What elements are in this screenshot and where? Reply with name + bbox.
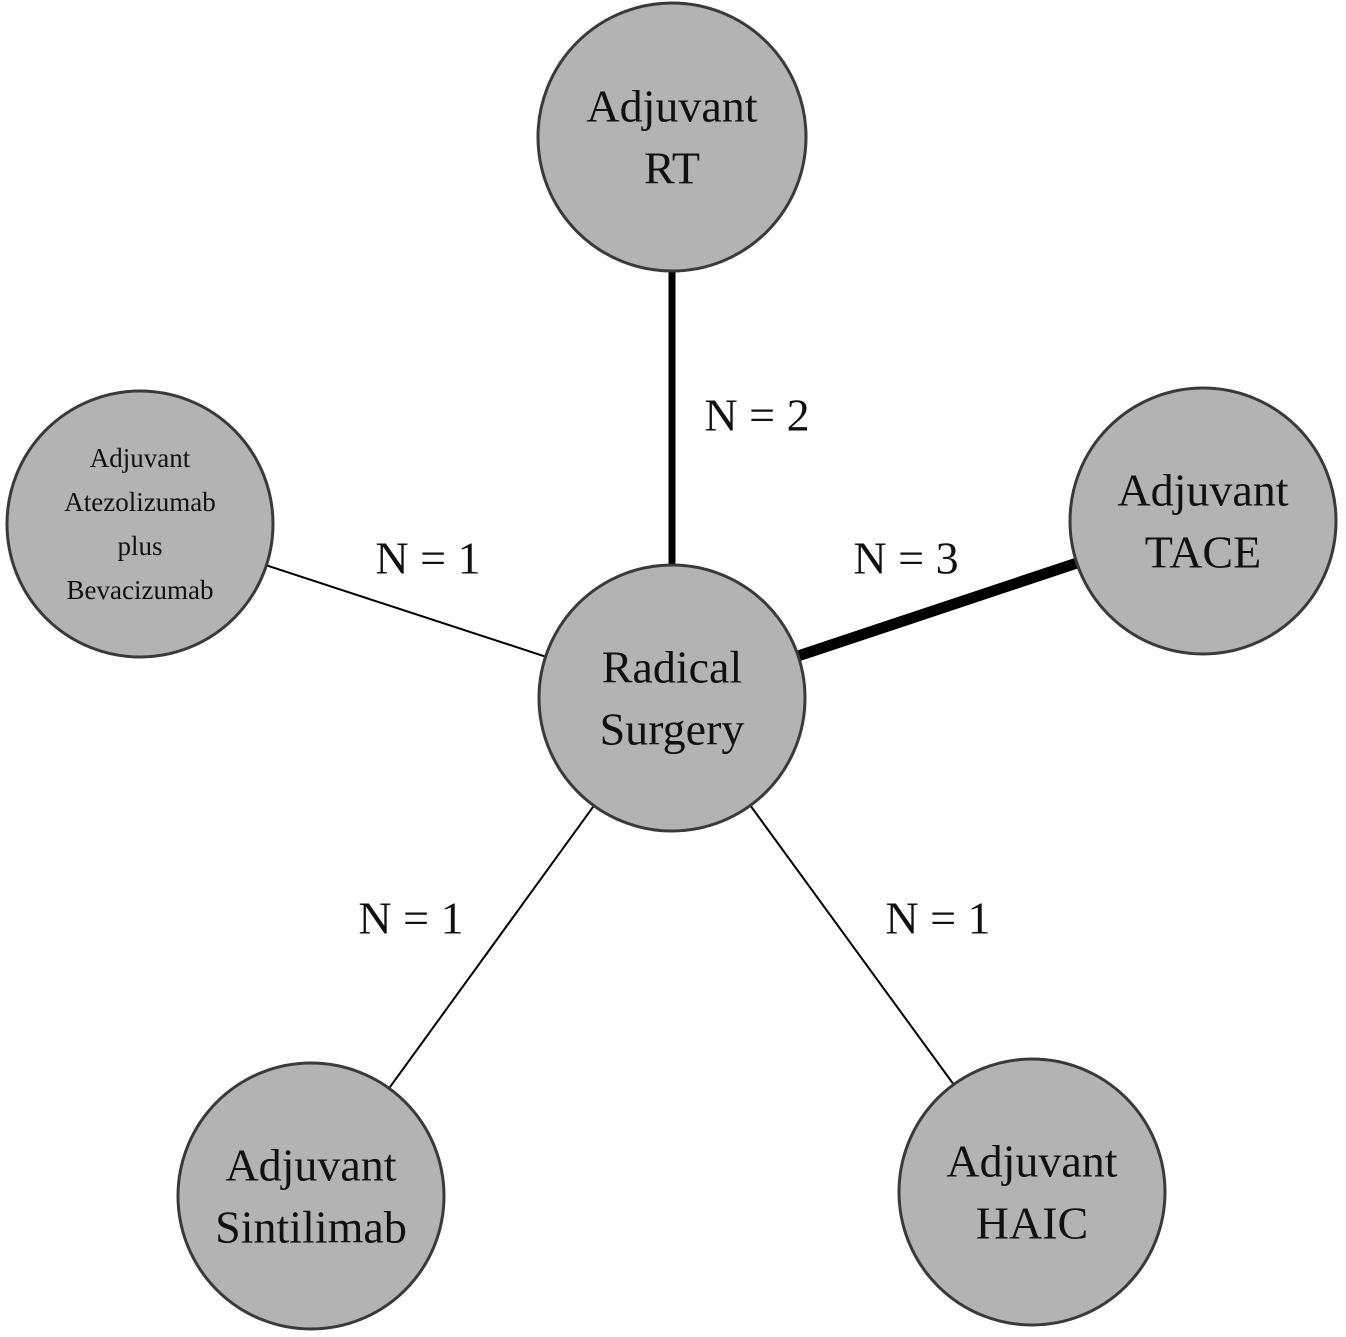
edge-label-adjuvant-rt: N = 2 (704, 390, 809, 441)
node-circle-adjuvant-rt (536, 1, 808, 273)
node-label-adjuvant-atezolizumab-bevacizumab-line-2: plus (117, 531, 162, 561)
node-label-adjuvant-rt-line-0: Adjuvant (586, 81, 757, 132)
edge-line-adjuvant-tace (796, 557, 1079, 662)
edge-line-adjuvant-atezolizumab-bevacizumab (266, 564, 546, 658)
edge-label-adjuvant-haic: N = 1 (885, 893, 990, 944)
node-circle-adjuvant-haic (897, 1057, 1167, 1327)
edge-labels-layer: N = 2 N = 3 N = 1 N = 1 N = 1 (358, 390, 990, 944)
node-label-adjuvant-rt-line-1: RT (644, 143, 700, 194)
edge-line-adjuvant-haic (749, 804, 955, 1086)
node-circle-radical-surgery (537, 563, 807, 833)
edge-label-adjuvant-sintilimab: N = 1 (358, 893, 463, 944)
edge-line-adjuvant-sintilimab (388, 805, 595, 1089)
node-label-adjuvant-atezolizumab-bevacizumab-line-3: Bevacizumab (67, 575, 214, 605)
edge-adjuvant-sintilimab (388, 805, 595, 1089)
edge-adjuvant-atezolizumab-bevacizumab (266, 564, 546, 658)
node-label-adjuvant-tace-line-1: TACE (1145, 527, 1261, 578)
edges-layer (266, 271, 1079, 1089)
node-label-adjuvant-haic-line-0: Adjuvant (946, 1136, 1117, 1187)
node-label-radical-surgery-line-0: Radical (602, 642, 743, 693)
node-circle-adjuvant-tace (1068, 386, 1338, 656)
edge-adjuvant-tace (796, 557, 1079, 662)
node-label-adjuvant-atezolizumab-bevacizumab-line-0: Adjuvant (90, 443, 191, 473)
node-circle-adjuvant-atezolizumab-bevacizumab (5, 389, 275, 659)
edge-label-adjuvant-tace: N = 3 (853, 533, 958, 584)
node-label-radical-surgery-line-1: Surgery (600, 704, 745, 755)
nodes-layer: RadicalSurgeryAdjuvantRTAdjuvantTACEAdju… (5, 1, 1338, 1331)
node-label-adjuvant-sintilimab-line-1: Sintilimab (215, 1202, 407, 1253)
node-label-adjuvant-sintilimab-line-0: Adjuvant (225, 1140, 396, 1191)
node-label-adjuvant-tace-line-0: Adjuvant (1117, 465, 1288, 516)
edge-adjuvant-haic (749, 804, 955, 1086)
node-circle-adjuvant-sintilimab (176, 1061, 446, 1331)
node-label-adjuvant-haic-line-1: HAIC (976, 1198, 1088, 1249)
edge-label-adjuvant-atezolizumab-bevacizumab: N = 1 (375, 533, 480, 584)
node-label-adjuvant-atezolizumab-bevacizumab-line-1: Atezolizumab (64, 487, 215, 517)
